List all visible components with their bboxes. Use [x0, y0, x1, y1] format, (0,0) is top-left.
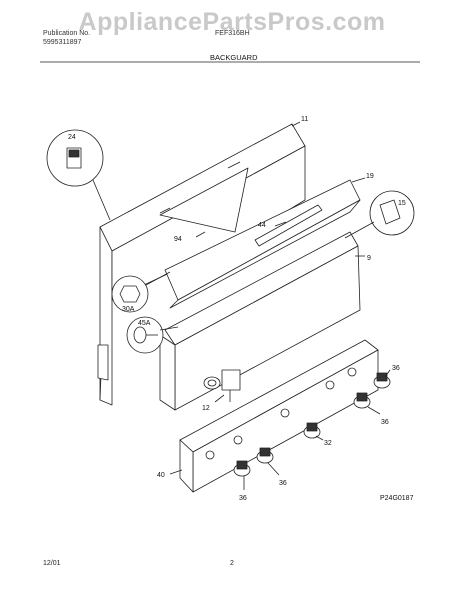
drawing-code: P24G0187 [380, 495, 414, 502]
callout-44: 44 [258, 222, 266, 229]
leader-line [267, 462, 280, 476]
footer-date: 12/01 [43, 560, 61, 567]
leader-line [384, 369, 391, 378]
manifold-panel-side [179, 439, 194, 493]
section-title: BACKGUARD [210, 53, 258, 62]
callout-12: 12 [202, 405, 210, 412]
leader-line [169, 469, 183, 475]
knob [233, 460, 251, 477]
knob [353, 392, 371, 409]
callout-45a: 45A [138, 320, 151, 327]
switch-body [221, 369, 241, 391]
switch-coil [203, 376, 221, 390]
callout-24: 24 [68, 134, 76, 141]
manifold-hole [205, 450, 215, 460]
switch-coil-inner [207, 379, 217, 387]
leader-line [344, 221, 375, 239]
publication-label: Publication No. [43, 30, 91, 37]
knob [303, 422, 321, 439]
callout-36: 36 [239, 495, 247, 502]
leader-line [315, 435, 324, 441]
leader-line [214, 394, 225, 403]
glass-panel-front [169, 199, 361, 309]
leader-line [367, 406, 381, 415]
callout-36: 36 [381, 419, 389, 426]
manifold-hole [280, 408, 290, 418]
backguard-slot-2 [227, 161, 241, 169]
leader-line [274, 221, 287, 227]
lamp-switch-rocker [68, 149, 80, 158]
knob [256, 447, 274, 464]
control-panel-side [159, 334, 176, 411]
backguard-triangle-cutout [159, 167, 249, 233]
leader-line [159, 326, 179, 331]
callout-30a: 30A [122, 306, 135, 313]
callout-36: 36 [279, 480, 287, 487]
backguard-slot [159, 207, 171, 214]
leader-line [92, 179, 111, 221]
model-number: FEF316BH [215, 30, 250, 37]
callout-40: 40 [157, 472, 165, 479]
callout-36: 36 [392, 365, 400, 372]
callout-9: 9 [367, 255, 371, 262]
trim-strip [254, 204, 323, 247]
leader-line [145, 271, 171, 286]
footer-page-number: 2 [230, 560, 234, 567]
callout-19: 19 [366, 173, 374, 180]
nut-shape [119, 285, 141, 303]
watermark-text: AppliancePartsPros.com [78, 8, 386, 36]
backguard-bracket [97, 344, 109, 381]
publication-number: 5995311897 [43, 39, 82, 46]
manifold-hole [325, 380, 335, 390]
callout-15: 15 [398, 200, 406, 207]
screw-head [133, 326, 147, 344]
manifold-hole [347, 367, 357, 377]
end-cap-shape [379, 199, 401, 225]
callout-94: 94 [174, 236, 182, 243]
manifold-hole [233, 435, 243, 445]
knob [373, 372, 391, 389]
leader-line [351, 177, 366, 183]
leader-line [195, 231, 206, 238]
leader-line [291, 121, 301, 127]
callout-11: 11 [301, 116, 308, 123]
callout-32: 32 [324, 440, 332, 447]
